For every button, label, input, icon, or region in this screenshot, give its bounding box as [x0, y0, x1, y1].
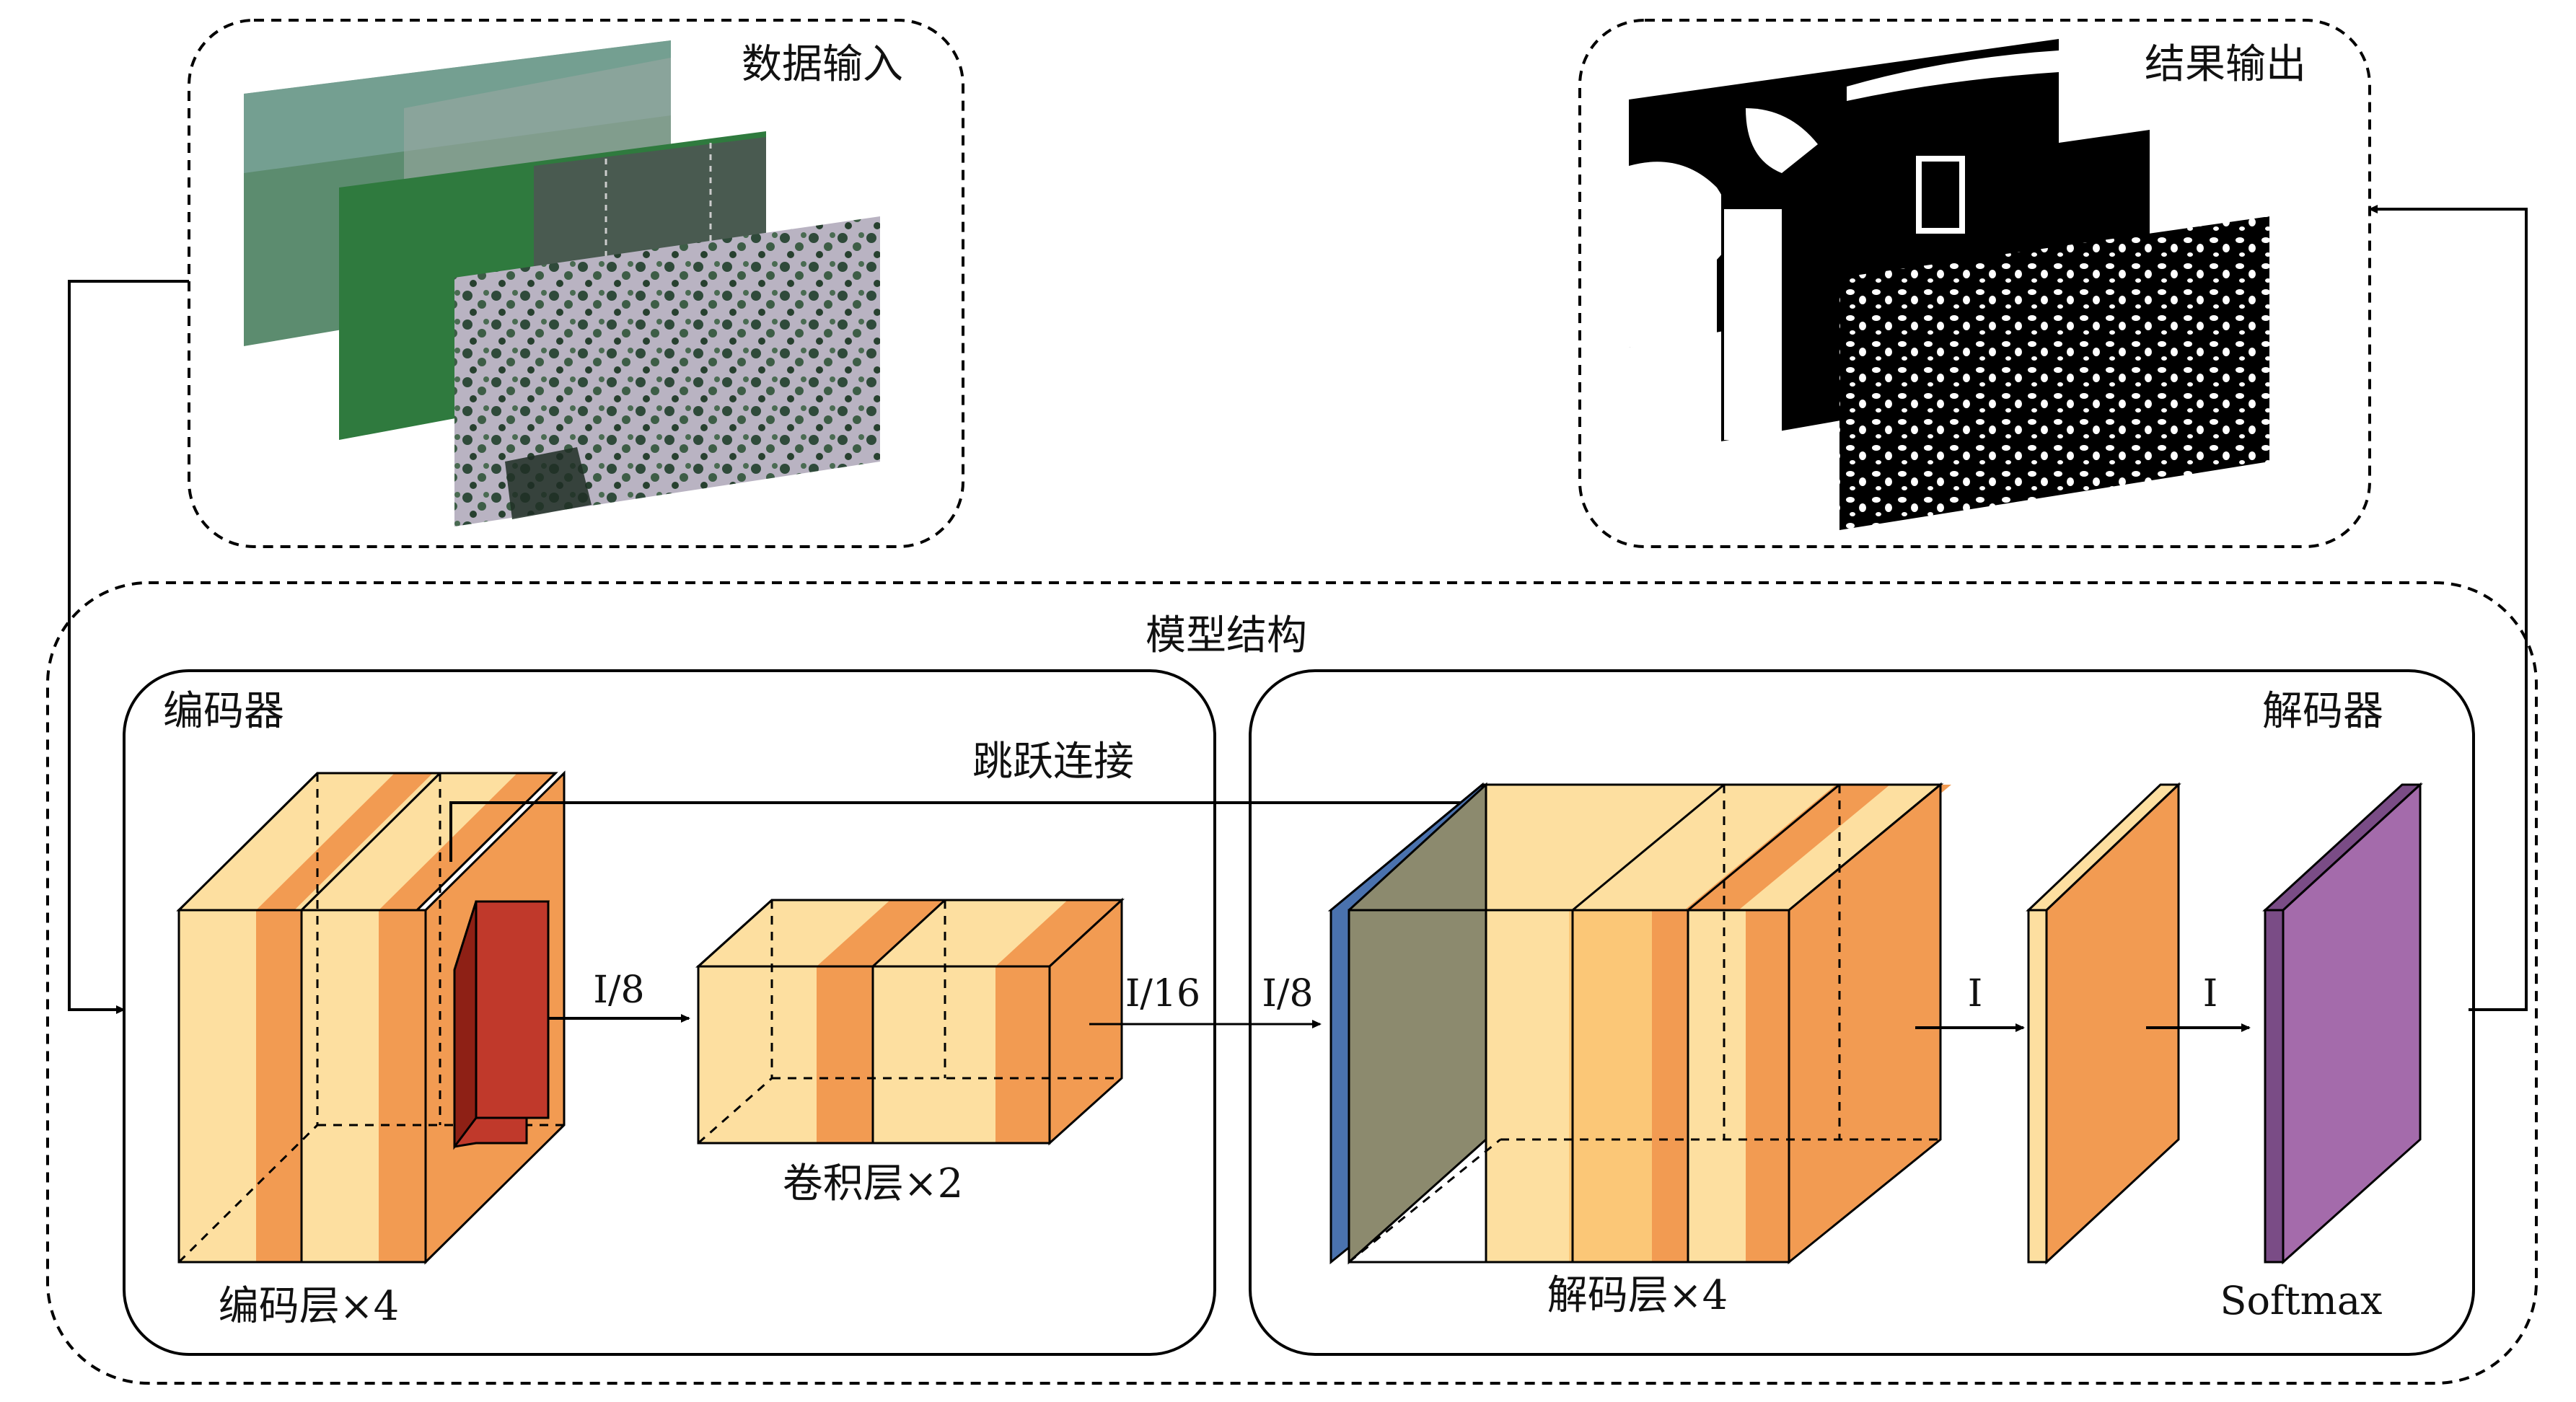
decoder-input-label: I/8	[1262, 972, 1313, 1015]
conv-block	[695, 897, 1125, 1146]
model-panel	[46, 581, 2538, 1385]
plane-to-softmax-label: I	[2203, 972, 2218, 1015]
softmax-label: Softmax	[2220, 1278, 2382, 1323]
input-to-encoder-arrow	[68, 280, 189, 1014]
conv-block-label: 卷积层×2	[783, 1160, 964, 1207]
decoder-to-output-arrow	[2368, 205, 2528, 1011]
output-panel	[1578, 19, 2371, 548]
decoder-title: 解码器	[2262, 688, 2383, 735]
input-panel-title: 数据输入	[742, 41, 903, 88]
output-panel-title: 结果输出	[2145, 41, 2306, 88]
softmax-plane	[2262, 782, 2423, 1265]
conv-output-label: I/16	[1125, 972, 1200, 1015]
output-mask-3	[1839, 216, 2269, 530]
input-image-3	[454, 216, 880, 526]
encoder-panel	[123, 669, 1216, 1356]
decoder-to-plane-label: I	[1968, 972, 1983, 1015]
model-panel-title: 模型结构	[1146, 612, 1307, 659]
input-panel	[188, 19, 964, 548]
encoder-block	[176, 770, 566, 1265]
input-image-stack	[244, 40, 880, 526]
encoder-to-conv-label: I/8	[593, 969, 644, 1012]
output-feature-plane	[2026, 782, 2181, 1265]
encoder-block-label: 编码层×4	[219, 1283, 400, 1330]
decoder-panel	[1249, 669, 2475, 1356]
encoder-title: 编码器	[163, 688, 284, 735]
output-mask-stack	[1629, 39, 2269, 530]
decoder-block	[1327, 782, 1951, 1265]
skip-connection-label: 跳跃连接	[972, 739, 1134, 785]
decoder-block-label: 解码层×4	[1547, 1272, 1728, 1319]
